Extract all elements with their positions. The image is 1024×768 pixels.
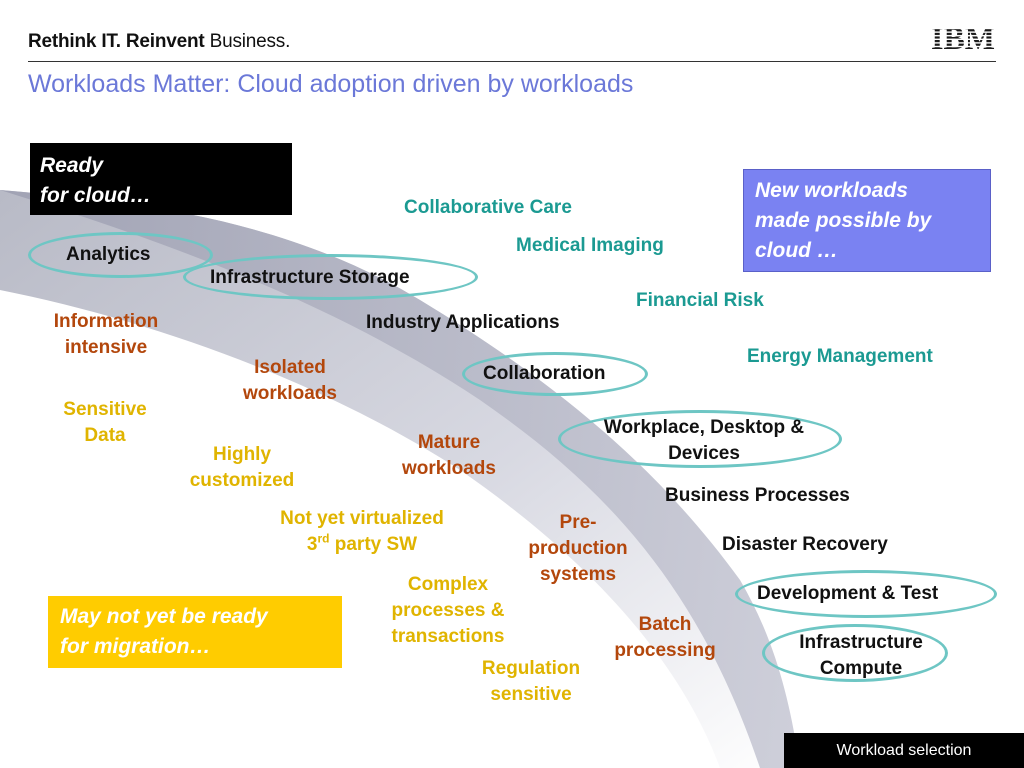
infra-compute-line2: Compute xyxy=(819,658,903,679)
slide-title: Workloads Matter: Cloud adoption driven … xyxy=(28,70,634,98)
new-line1: New workloads xyxy=(755,179,908,202)
label-workplace: Workplace, Desktop & Devices xyxy=(580,415,828,467)
new-line2: made possible by xyxy=(755,209,932,232)
workplace-line1: Workplace, Desktop & xyxy=(603,417,805,438)
label-collaboration: Collaboration xyxy=(483,363,606,384)
ready-line1: Ready xyxy=(40,154,104,177)
label-energy-management: Energy Management xyxy=(747,346,933,367)
preprod-line1: Pre- xyxy=(559,512,597,533)
label-highly-customized: Highly customized xyxy=(172,442,312,494)
isolated-line1: Isolated xyxy=(254,357,326,378)
footer-label: Workload selection xyxy=(784,733,1024,768)
notvirt-line1: Not yet virtualized xyxy=(280,508,444,529)
notvirt-number: 3 xyxy=(306,534,318,555)
tagline-rest: Business. xyxy=(204,31,291,52)
workplace-line2: Devices xyxy=(668,443,740,464)
label-analytics: Analytics xyxy=(66,244,151,265)
label-sensitive-data: Sensitive Data xyxy=(45,397,165,449)
info-line1: Information xyxy=(53,311,159,332)
label-batch-processing: Batch processing xyxy=(600,612,730,664)
infra-compute-line1: Infrastructure xyxy=(799,632,923,653)
label-disaster-recovery: Disaster Recovery xyxy=(722,534,888,555)
highly-line2: customized xyxy=(189,470,295,491)
may-line1: May not yet be ready xyxy=(60,605,268,628)
notvirt-ordinal: rd xyxy=(317,531,330,546)
development-test-ellipse xyxy=(735,570,997,618)
notvirt-line2: 3rd party SW xyxy=(262,532,462,558)
highly-line1: Highly xyxy=(212,444,272,465)
regulation-line2: sensitive xyxy=(490,684,572,705)
ibm-logo-text: IBM xyxy=(931,22,995,52)
infrastructure-storage-ellipse xyxy=(183,254,478,300)
label-pre-production: Pre- production systems xyxy=(513,510,643,588)
regulation-line1: Regulation xyxy=(481,658,581,679)
preprod-line2: production xyxy=(528,538,628,559)
may-line2: for migration… xyxy=(60,635,211,658)
mature-line1: Mature xyxy=(417,432,481,453)
sensitive-line2: Data xyxy=(84,425,126,446)
label-industry-applications: Industry Applications xyxy=(366,312,560,333)
not-ready-box: May not yet be ready for migration… xyxy=(48,596,342,668)
ready-line2: for cloud… xyxy=(40,184,151,207)
notvirt-rest: party SW xyxy=(329,534,418,555)
mature-line2: workloads xyxy=(402,458,496,479)
label-development-test: Development & Test xyxy=(757,583,939,604)
infrastructure-compute-ellipse xyxy=(762,624,948,682)
header-tagline: Rethink IT. Reinvent Business. xyxy=(28,31,290,53)
label-infrastructure-compute: Infrastructure Compute xyxy=(776,630,946,682)
collaboration-ellipse xyxy=(462,352,648,396)
info-line2: intensive xyxy=(64,337,148,358)
batch-line1: Batch xyxy=(638,614,692,635)
label-business-processes: Business Processes xyxy=(665,485,850,506)
label-isolated-workloads: Isolated workloads xyxy=(225,355,355,407)
label-mature-workloads: Mature workloads xyxy=(384,430,514,482)
label-complex-processes: Complex processes & transactions xyxy=(373,572,523,650)
ready-for-cloud-box: Ready for cloud… xyxy=(30,143,292,215)
sensitive-line1: Sensitive xyxy=(63,399,147,420)
label-information-intensive: Information intensive xyxy=(36,309,176,361)
label-collaborative-care: Collaborative Care xyxy=(404,197,572,218)
label-infrastructure-storage: Infrastructure Storage xyxy=(210,267,410,288)
header-divider xyxy=(28,61,996,62)
batch-line2: processing xyxy=(614,640,716,661)
workplace-ellipse xyxy=(558,410,842,468)
label-financial-risk: Financial Risk xyxy=(636,290,764,311)
tagline-bold: Rethink IT. Reinvent xyxy=(28,31,205,52)
analytics-ellipse xyxy=(28,232,213,278)
complex-line3: transactions xyxy=(391,626,505,647)
ibm-logo: IBM xyxy=(931,22,995,52)
label-medical-imaging: Medical Imaging xyxy=(516,235,664,256)
label-regulation-sensitive: Regulation sensitive xyxy=(466,656,596,708)
new-workloads-box: New workloads made possible by cloud … xyxy=(743,169,991,272)
complex-line2: processes & xyxy=(391,600,505,621)
isolated-line2: workloads xyxy=(243,383,337,404)
complex-line1: Complex xyxy=(407,574,489,595)
new-line3: cloud … xyxy=(755,239,838,262)
label-not-yet-virtualized: Not yet virtualized 3rd party SW xyxy=(262,506,462,558)
preprod-line3: systems xyxy=(539,564,617,585)
